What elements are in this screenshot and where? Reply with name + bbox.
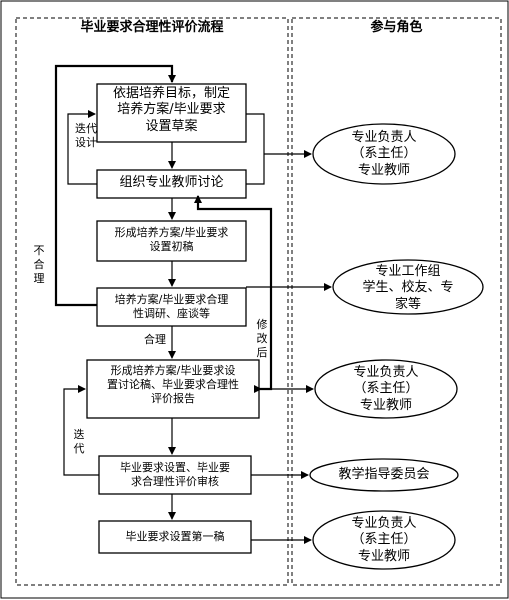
step-box-6 xyxy=(98,455,252,495)
roles-panel-title: 参与角色 xyxy=(370,20,423,35)
step-7-text: 毕业要求设置第一稿 xyxy=(125,530,225,543)
role-4-text: 教学指导委员会 xyxy=(338,467,430,482)
label-after-revision: 修 改 后 xyxy=(256,318,268,359)
step-box-3 xyxy=(96,220,247,262)
label-unreasonable: 不 合 理 xyxy=(33,244,45,285)
role-3-text: 专业负责人 （系主任） 专业教师 xyxy=(353,365,419,413)
step-box-4 xyxy=(96,287,247,327)
step-box-1 xyxy=(96,83,247,143)
bracket-step1-2 xyxy=(246,113,265,185)
loop-iterate xyxy=(63,385,99,476)
role-ellipse-4 xyxy=(309,458,459,492)
step-1-text: 依据培养目标，制定 培养方案/毕业要求 设置草案 xyxy=(112,86,230,134)
label-iterate-design: 迭代 设计 xyxy=(75,122,97,149)
step-5-text: 形成培养方案/毕业要求设 置讨论稿、毕业要求合理性 评价报告 xyxy=(107,364,239,405)
role-ellipse-2 xyxy=(332,259,484,315)
role-ellipse-5 xyxy=(312,510,456,570)
role-ellipse-3 xyxy=(314,359,458,419)
roles-panel xyxy=(291,17,502,586)
role-2-text: 专业工作组 学生、校友、专 家等 xyxy=(362,264,454,312)
step-3-text: 形成培养方案/毕业要求 设置初稿 xyxy=(114,226,229,253)
label-reasonable: 合理 xyxy=(144,333,166,346)
step-box-5 xyxy=(86,359,260,419)
step-4-text: 培养方案/毕业要求合理 性调研、座谈等 xyxy=(114,293,229,320)
step-box-7 xyxy=(98,520,252,554)
step-2-text: 组织专业教师讨论 xyxy=(119,175,224,190)
label-iterate: 迭 代 xyxy=(73,428,85,455)
loop-iterate-design xyxy=(67,110,97,185)
role-5-text: 专业负责人 （系主任） 专业教师 xyxy=(351,516,417,564)
flow-panel xyxy=(15,17,289,586)
flow-panel-title: 毕业要求合理性评价流程 xyxy=(80,20,224,35)
role-1-text: 专业负责人 （系主任） 专业教师 xyxy=(351,130,417,178)
role-ellipse-1 xyxy=(312,123,456,185)
step-6-text: 毕业要求设置、毕业要 求合理性评价审核 xyxy=(120,461,230,488)
loop-unreasonable xyxy=(54,64,176,307)
